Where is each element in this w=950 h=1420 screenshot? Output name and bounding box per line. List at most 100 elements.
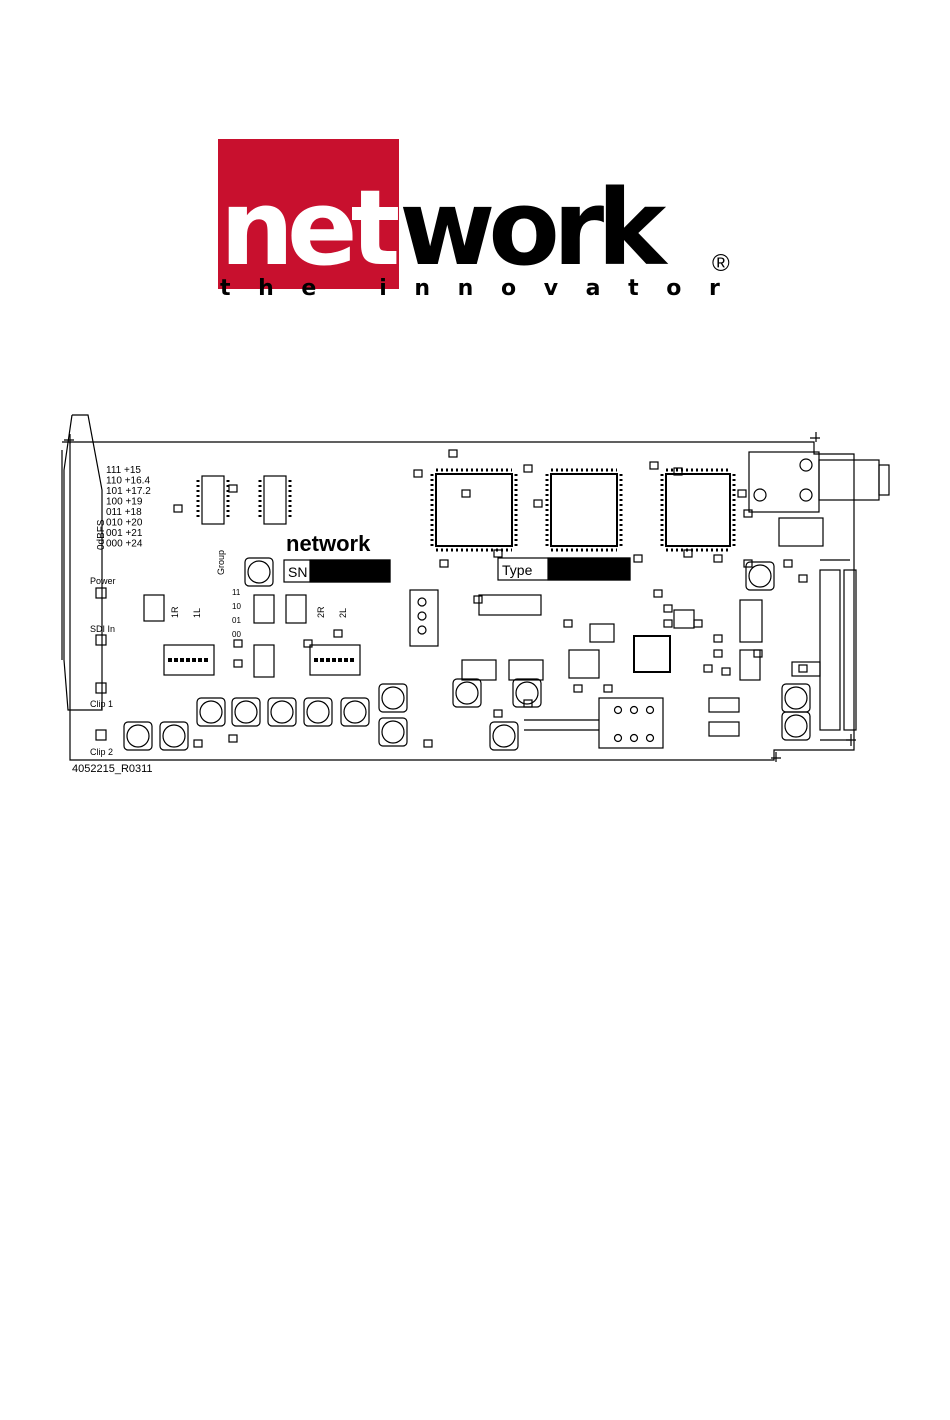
tagline-letter: o bbox=[501, 276, 516, 301]
capacitor bbox=[304, 698, 332, 726]
tagline-letter: n bbox=[414, 276, 430, 301]
smd-component bbox=[414, 470, 422, 477]
smd-component bbox=[304, 640, 312, 647]
smd-component bbox=[799, 665, 807, 672]
smd-component bbox=[714, 650, 722, 657]
capacitor bbox=[453, 679, 481, 707]
group-value: 11 bbox=[232, 588, 241, 597]
capacitor-body bbox=[271, 701, 293, 723]
channel-label: 1L bbox=[192, 608, 202, 618]
svg-text:0dBFS: 0dBFS bbox=[96, 519, 107, 550]
capacitor bbox=[232, 698, 260, 726]
capacitor bbox=[124, 722, 152, 750]
smd-component bbox=[722, 668, 730, 675]
capacitor bbox=[379, 684, 407, 712]
capacitor bbox=[245, 558, 273, 586]
bnc-connector bbox=[749, 452, 819, 512]
logo-net: net bbox=[218, 139, 399, 289]
tagline-letter: a bbox=[586, 276, 601, 301]
smd-component bbox=[474, 596, 482, 603]
capacitor-body bbox=[127, 725, 149, 747]
level-table-row: 000 +24 bbox=[106, 539, 143, 550]
part-number: 4052215_R0311 bbox=[72, 763, 153, 775]
smd-component bbox=[234, 640, 242, 647]
smd-component bbox=[714, 555, 722, 562]
capacitor bbox=[341, 698, 369, 726]
tagline-letter: e bbox=[301, 276, 316, 301]
smd-component bbox=[440, 560, 448, 567]
capacitor bbox=[268, 698, 296, 726]
channel-label: 2L bbox=[338, 608, 348, 618]
capacitor-body bbox=[344, 701, 366, 723]
led-label: Clip 1 bbox=[90, 699, 113, 709]
smd-component bbox=[650, 462, 658, 469]
capacitor bbox=[513, 679, 541, 707]
smd-component bbox=[234, 660, 242, 667]
smd-component bbox=[174, 505, 182, 512]
tagline-letter bbox=[344, 276, 352, 301]
led-label: SDI In bbox=[90, 624, 115, 634]
capacitor bbox=[782, 712, 810, 740]
smd-component bbox=[229, 485, 237, 492]
level-table-row: 001 +21 bbox=[106, 528, 143, 539]
smd-component bbox=[744, 510, 752, 517]
smd-component bbox=[494, 710, 502, 717]
smd-component bbox=[634, 555, 642, 562]
channel-label: 2R bbox=[316, 606, 326, 618]
logo-work: work bbox=[399, 167, 659, 289]
smd-component bbox=[574, 685, 582, 692]
capacitor-body bbox=[456, 682, 478, 704]
level-table-row: 010 +20 bbox=[106, 518, 143, 529]
capacitor bbox=[782, 684, 810, 712]
smd-component bbox=[194, 740, 202, 747]
smd-component bbox=[714, 635, 722, 642]
led-label: Clip 2 bbox=[90, 747, 113, 757]
tagline-letter: v bbox=[544, 276, 558, 301]
level-table-row: 101 +17.2 bbox=[106, 486, 151, 497]
smd-component bbox=[704, 665, 712, 672]
svg-text:SN: SN bbox=[288, 564, 307, 580]
smd-component bbox=[449, 450, 457, 457]
tagline-letter: n bbox=[458, 276, 474, 301]
registered-mark: ® bbox=[712, 250, 730, 278]
fpga-chip-1 bbox=[436, 474, 512, 546]
capacitor bbox=[160, 722, 188, 750]
pcb-board-logo: network bbox=[286, 531, 371, 556]
fpga-chip-3 bbox=[666, 474, 730, 546]
capacitor-body bbox=[200, 701, 222, 723]
logo-wordmark: network bbox=[218, 176, 659, 280]
smd-component bbox=[654, 590, 662, 597]
smd-component bbox=[334, 630, 342, 637]
smd-component bbox=[754, 650, 762, 657]
channel-label: 1R bbox=[170, 606, 180, 618]
smd-component bbox=[462, 490, 470, 497]
group-value: 00 bbox=[232, 630, 241, 639]
tagline-letter: i bbox=[379, 276, 387, 301]
capacitor bbox=[746, 562, 774, 590]
smd-component bbox=[604, 685, 612, 692]
capacitor-body bbox=[382, 687, 404, 709]
capacitor bbox=[197, 698, 225, 726]
smd-component bbox=[744, 560, 752, 567]
tagline-letter: h bbox=[258, 276, 274, 301]
tagline-letter: o bbox=[666, 276, 681, 301]
group-value: 10 bbox=[232, 602, 241, 611]
fpga-chip-2 bbox=[551, 474, 617, 546]
svg-text:Group: Group bbox=[216, 550, 226, 575]
smd-component bbox=[534, 500, 542, 507]
smd-component bbox=[424, 740, 432, 747]
smd-component bbox=[784, 560, 792, 567]
tagline-letter: t bbox=[220, 276, 231, 301]
capacitor-body bbox=[163, 725, 185, 747]
svg-text:Type: Type bbox=[502, 562, 533, 578]
smd-component bbox=[664, 605, 672, 612]
capacitor-body bbox=[785, 715, 807, 737]
smd-component bbox=[664, 620, 672, 627]
capacitor-body bbox=[493, 725, 515, 747]
smd-component bbox=[738, 490, 746, 497]
smd-component bbox=[229, 735, 237, 742]
smd-component bbox=[694, 620, 702, 627]
